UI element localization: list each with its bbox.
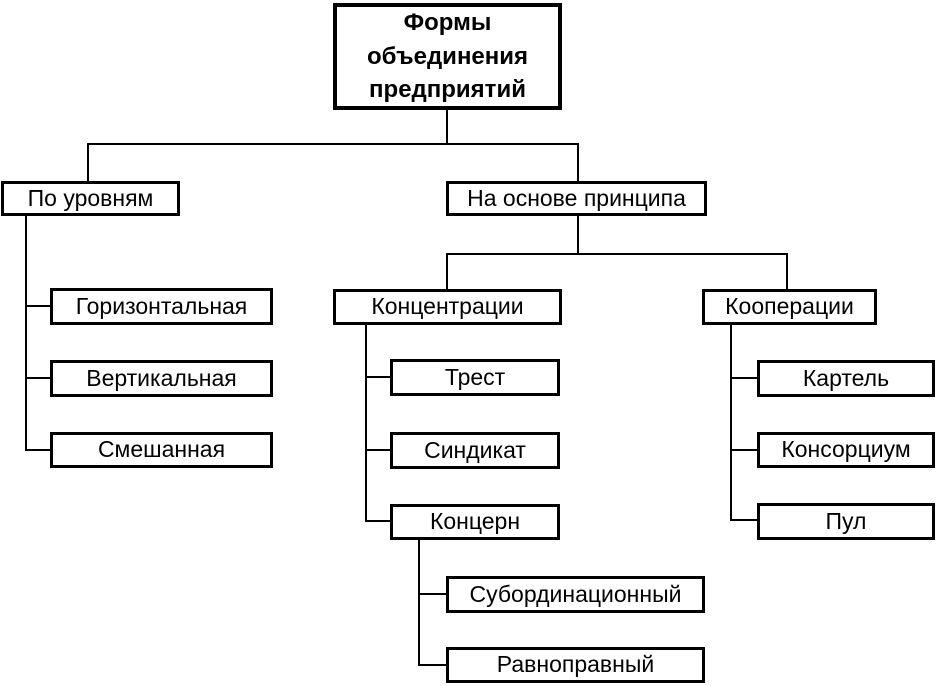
connector-cooperation-drop — [786, 253, 788, 289]
connector-horizontal-stub — [25, 305, 50, 307]
connector-bylevels-drop — [87, 143, 89, 181]
node-by-principle: На основе принципа — [446, 181, 707, 216]
connector-syndicate-stub — [365, 449, 390, 451]
connector-cooperation-trunk — [730, 325, 732, 521]
connector-concentration-drop — [446, 253, 448, 289]
connector-equal-stub — [418, 664, 446, 666]
connector-subordination-stub — [418, 593, 446, 595]
connector-concern-stub — [365, 520, 390, 522]
node-vertical: Вертикальная — [50, 360, 273, 397]
connector-level2-bar — [446, 253, 788, 255]
connector-level1-bar — [87, 143, 579, 145]
node-horizontal: Горизонтальная — [50, 288, 273, 325]
node-equal: Равноправный — [446, 647, 705, 683]
node-by-levels: По уровням — [1, 181, 180, 216]
connector-byprinciple-stem — [577, 216, 579, 253]
connector-consortium-stub — [730, 449, 757, 451]
connector-cartel-stub — [730, 377, 757, 379]
node-trust: Трест — [390, 359, 560, 396]
connector-concentration-trunk — [365, 325, 367, 522]
connector-root-stem — [446, 110, 448, 143]
node-concern: Концерн — [390, 504, 560, 540]
node-syndicate: Синдикат — [390, 432, 560, 469]
node-pool: Пул — [757, 503, 935, 540]
connector-bylevels-trunk — [25, 216, 27, 451]
node-cooperation: Кооперации — [702, 289, 877, 325]
connector-trust-stub — [365, 376, 390, 378]
connector-byprinciple-drop — [577, 143, 579, 181]
connector-vertical-stub — [25, 377, 50, 379]
connector-mixed-stub — [25, 449, 50, 451]
node-consortium: Консорциум — [757, 432, 935, 468]
node-mixed: Смешанная — [50, 432, 273, 468]
node-concentration: Концентрации — [333, 289, 562, 325]
node-root: Формы объединения предприятий — [333, 3, 562, 110]
connector-pool-stub — [730, 519, 757, 521]
node-cartel: Картель — [757, 360, 935, 397]
node-subordination: Субординационный — [446, 576, 705, 613]
connector-concern-trunk — [418, 540, 420, 666]
